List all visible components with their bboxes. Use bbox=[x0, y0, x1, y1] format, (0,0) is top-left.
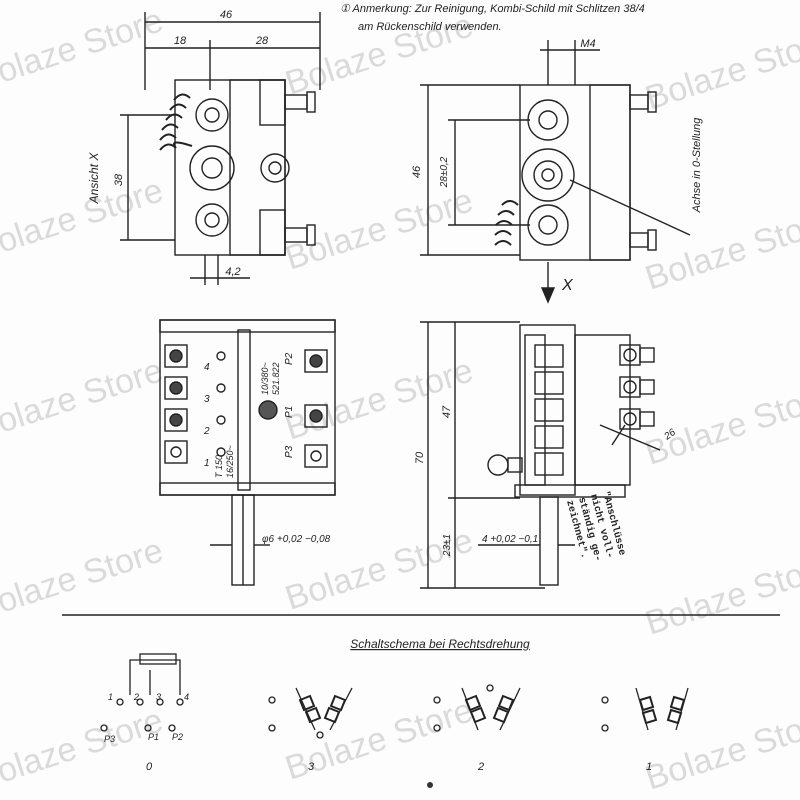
schema-pin-3: 3 bbox=[156, 692, 161, 702]
dim-46-width: 46 bbox=[220, 9, 233, 21]
watermark: Bolaze Store bbox=[641, 201, 800, 297]
front-view bbox=[420, 40, 691, 304]
achse-label: Achse in 0-Stellung bbox=[691, 117, 703, 214]
rating-bottom-2: T 150 bbox=[214, 455, 224, 478]
watermark: Bolaze Store bbox=[641, 376, 800, 472]
dim-28-tol: 28±0,2 bbox=[439, 156, 450, 188]
dim-46-height: 46 bbox=[411, 165, 423, 178]
watermark: Bolaze Store bbox=[0, 351, 168, 447]
dim-4: 4 +0,02 −0,1 bbox=[482, 534, 538, 545]
note-line-1: ① Anmerkung: Zur Reinigung, Kombi-Schild… bbox=[340, 3, 645, 15]
dim-38: 38 bbox=[113, 173, 125, 186]
pin-label-1: 1 bbox=[204, 458, 210, 469]
p3-label: P3 bbox=[284, 445, 295, 458]
dim-23: 23±1 bbox=[442, 534, 453, 557]
schema-pin-2: 2 bbox=[133, 692, 139, 702]
watermark: Bolaze Store bbox=[0, 1, 168, 97]
dim-18: 18 bbox=[174, 35, 187, 47]
schema-position-3 bbox=[268, 687, 353, 739]
watermark: Bolaze Store bbox=[641, 546, 800, 642]
schema-title: Schaltschema bei Rechtsdrehung bbox=[350, 637, 530, 651]
note-line-2: am Rückenschild verwenden. bbox=[358, 21, 502, 33]
pin-label-4: 4 bbox=[204, 362, 210, 373]
watermark: Bolaze Store bbox=[0, 701, 168, 797]
p1-label: P1 bbox=[284, 406, 295, 418]
watermark: Bolaze Store bbox=[281, 691, 478, 787]
pin-label-3: 3 bbox=[204, 394, 210, 405]
profile-view bbox=[420, 321, 661, 589]
p-labels: P2 P1 P3 bbox=[284, 352, 295, 458]
p2-label: P2 bbox=[284, 352, 295, 365]
schema-position-0 bbox=[100, 653, 184, 732]
watermark: Bolaze Store bbox=[641, 21, 800, 117]
note: ① Anmerkung: Zur Reinigung, Kombi-Schild… bbox=[340, 3, 645, 33]
schema-pin-p1: P1 bbox=[148, 732, 159, 742]
pin-labels-left: 4 3 2 1 bbox=[203, 362, 210, 469]
pin-label-2: 2 bbox=[203, 426, 210, 437]
dim-m4: M4 bbox=[580, 38, 595, 50]
dim-phi6: φ6 +0,02 −0,08 bbox=[262, 534, 331, 545]
position-label-2: 2 bbox=[477, 761, 484, 773]
dim-70: 70 bbox=[414, 451, 426, 464]
ansicht-x-label: Ansicht X bbox=[87, 152, 101, 205]
dim-47: 47 bbox=[441, 405, 453, 418]
schema-position-2 bbox=[433, 684, 521, 732]
rating-top-1: 10/380~ bbox=[260, 362, 270, 395]
anschluesse-note: "Anschlüsse nicht voll- ständig ge- zeic… bbox=[563, 490, 628, 563]
watermark: Bolaze Store bbox=[641, 701, 800, 797]
watermark: Bolaze Store bbox=[281, 181, 478, 277]
watermark: Bolaze Store bbox=[281, 351, 478, 447]
rating-bottom-1: 16/250~ bbox=[225, 445, 235, 478]
schema-position-1 bbox=[601, 687, 689, 732]
dim-28: 28 bbox=[255, 35, 269, 47]
schema-pin-4: 4 bbox=[184, 692, 189, 702]
terminal-view bbox=[159, 319, 336, 586]
position-label-0: 0 bbox=[146, 761, 153, 773]
watermark: Bolaze Store bbox=[0, 531, 168, 627]
schema-pin-p2: P2 bbox=[172, 732, 183, 742]
schema-pin-1: 1 bbox=[108, 692, 113, 702]
watermark: Bolaze Store bbox=[0, 171, 168, 267]
position-label-3: 3 bbox=[308, 761, 315, 773]
position-label-1: 1 bbox=[646, 761, 652, 773]
schema-pin-p3: P3 bbox=[104, 734, 115, 744]
side-view bbox=[120, 12, 321, 285]
x-arrow-label: X bbox=[561, 277, 574, 294]
rating-top-2: 521.822 bbox=[271, 362, 281, 395]
ink-mark bbox=[427, 782, 433, 788]
dim-4-2: 4,2 bbox=[225, 266, 240, 278]
